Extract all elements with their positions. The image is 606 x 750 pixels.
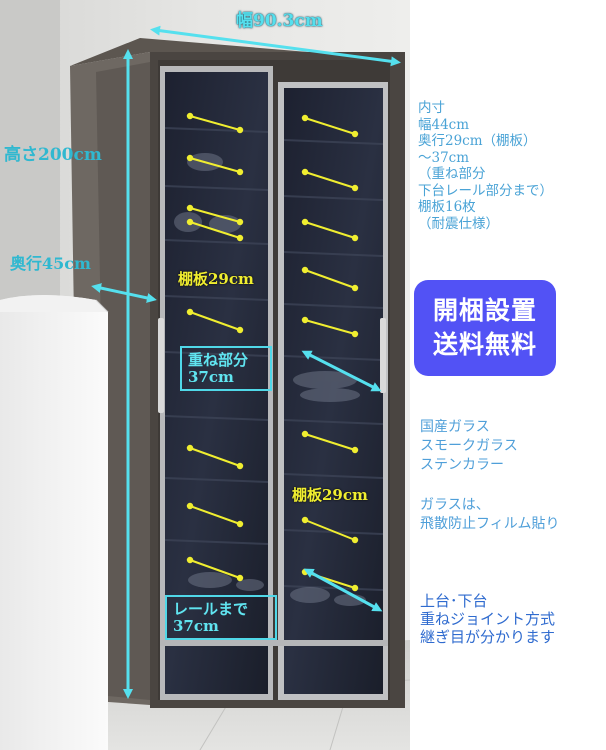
lower-shelf-depth-label: 棚板29cm <box>292 486 368 504</box>
joint-note-line: 上台･下台 <box>420 592 488 610</box>
spec-line: 下台レール部分まで） <box>418 182 553 199</box>
film-note: ガラスは、 飛散防止フィルム貼り <box>420 496 559 534</box>
glass-note-line: ステンカラー <box>420 457 504 473</box>
overlap-box-line2: 37cm <box>188 368 234 386</box>
glass-note-line: 国産ガラス <box>420 419 490 435</box>
spec-line: ～37cm <box>418 149 470 166</box>
overlap-box-line1: 重ね部分 <box>188 351 249 369</box>
rail-box-line1: レールまで <box>173 600 249 618</box>
spec-line: 幅44cm <box>418 116 470 133</box>
inner-specs-panel: 内寸 幅44cm 奥行29cm（棚板） ～37cm （重ね部分 下台レール部分ま… <box>418 100 606 232</box>
joint-note-line: 重ねジョイント方式 <box>420 610 556 628</box>
depth-dimension-label: 奥行45cm <box>10 254 91 273</box>
rail-depth-box: レールまで 37cm <box>165 595 277 640</box>
spec-line: 棚板16枚 <box>418 199 476 215</box>
joint-note-line: 継ぎ目が分かります <box>420 628 556 646</box>
spec-line: 奥行29cm（棚板） <box>418 133 537 149</box>
rail-box-line2: 37cm <box>173 617 219 635</box>
glass-note-line: スモークガラス <box>420 438 518 454</box>
glass-notes: 国産ガラス スモークガラス ステンカラー <box>420 418 518 475</box>
spec-line: （耐震仕様） <box>418 215 499 232</box>
width-dimension-label: 幅90.3cm <box>236 11 323 31</box>
free-shipping-badge: 開梱設置 送料無料 <box>414 280 556 376</box>
badge-line2: 送料無料 <box>432 330 537 359</box>
spec-line: 内寸 <box>418 100 445 116</box>
film-note-line: ガラスは、 <box>420 497 490 513</box>
joint-note: 上台･下台 重ねジョイント方式 継ぎ目が分かります <box>420 592 555 646</box>
overlap-depth-box: 重ね部分 37cm <box>180 346 272 391</box>
upper-shelf-depth-label: 棚板29cm <box>178 270 254 288</box>
spec-line: （重ね部分 <box>418 166 486 182</box>
height-dimension-label: 高さ200cm <box>4 145 102 165</box>
film-note-line: 飛散防止フィルム貼り <box>420 516 560 532</box>
badge-line1: 開梱設置 <box>432 296 537 325</box>
